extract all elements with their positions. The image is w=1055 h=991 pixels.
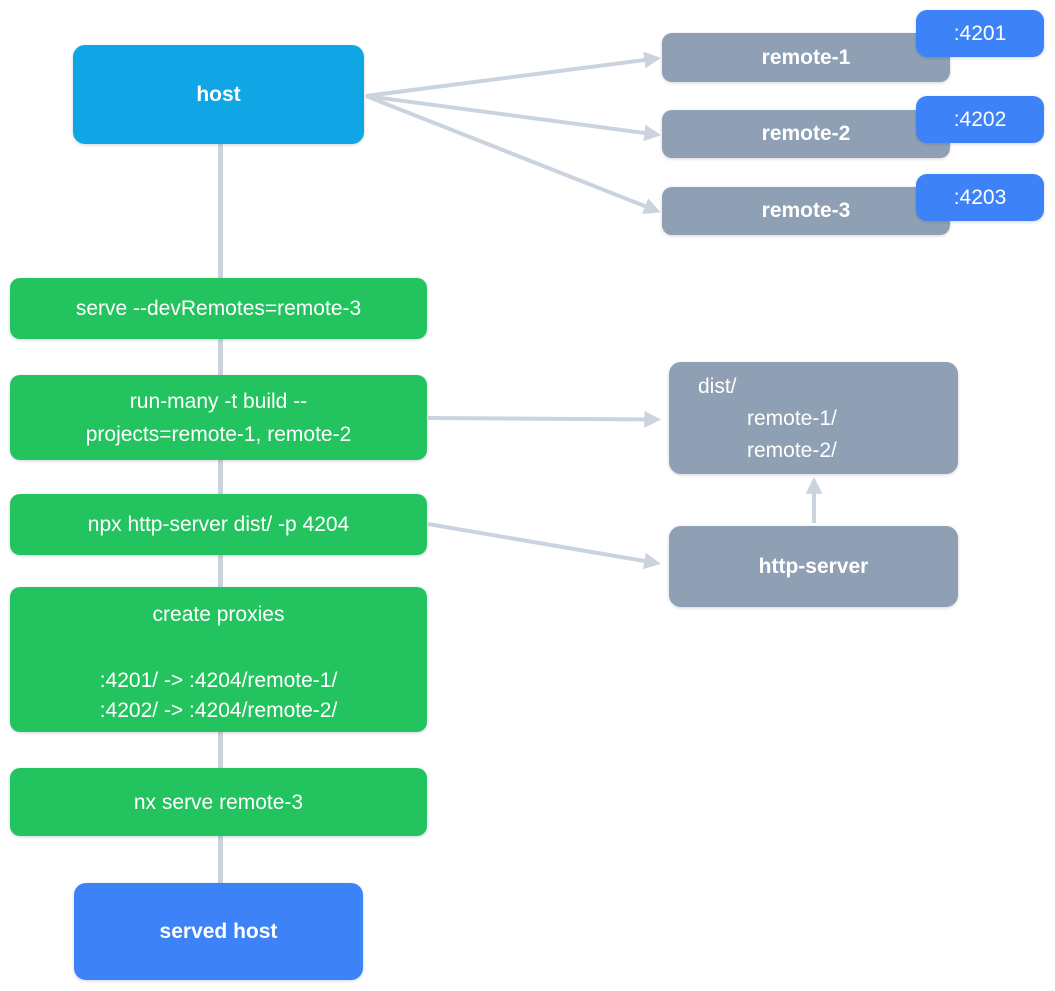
port-badge-4202: :4202 bbox=[916, 96, 1044, 143]
arrow-host-to-remote-3 bbox=[365, 94, 661, 214]
arrow-host-to-remote-2 bbox=[365, 94, 661, 142]
dist-child-remote-1: remote-1/ bbox=[747, 407, 837, 430]
command-nx-serve-remote-3: nx serve remote-3 bbox=[10, 768, 427, 836]
proxy-rule-2: :4202/ -> :4204/remote-2/ bbox=[99, 699, 338, 722]
command-create-proxies: create proxies :4201/ -> :4204/remote-1/… bbox=[10, 587, 427, 732]
port-badge-4203: :4203 bbox=[916, 174, 1044, 221]
command-serve-dev-remotes-label: serve --devRemotes=remote-3 bbox=[75, 297, 362, 320]
served-host-node: served host bbox=[74, 883, 363, 980]
remote-1-node: remote-1 bbox=[662, 33, 950, 82]
command-serve-dev-remotes: serve --devRemotes=remote-3 bbox=[10, 278, 427, 339]
command-run-many-line-2: projects=remote-1, remote-2 bbox=[85, 422, 352, 446]
remote-3-node: remote-3 bbox=[662, 187, 950, 235]
dist-child-remote-2: remote-2/ bbox=[747, 439, 837, 462]
create-proxies-title: create proxies bbox=[152, 603, 285, 626]
arrow-npx-to-http-server bbox=[427, 522, 661, 570]
http-server-label: http-server bbox=[758, 554, 869, 578]
command-npx-http-server: npx http-server dist/ -p 4204 bbox=[10, 494, 427, 555]
port-badge-4201: :4201 bbox=[916, 10, 1044, 57]
remote-2-node: remote-2 bbox=[662, 110, 950, 158]
port-4201-label: :4201 bbox=[953, 21, 1007, 45]
port-4203-label: :4203 bbox=[953, 185, 1007, 209]
host-node: host bbox=[73, 45, 364, 144]
remote-2-label: remote-2 bbox=[761, 122, 851, 145]
command-run-many-build: run-many -t build -- projects=remote-1, … bbox=[10, 375, 427, 460]
command-nx-serve-remote-3-label: nx serve remote-3 bbox=[133, 790, 304, 814]
host-label: host bbox=[196, 82, 241, 106]
command-run-many-line-1: run-many -t build -- bbox=[129, 389, 308, 413]
arrow-host-to-remote-1 bbox=[365, 51, 661, 98]
port-4202-label: :4202 bbox=[953, 107, 1007, 131]
dist-folder-node: dist/ remote-1/ remote-2/ bbox=[669, 362, 958, 474]
command-npx-http-server-label: npx http-server dist/ -p 4204 bbox=[87, 513, 350, 536]
remote-3-label: remote-3 bbox=[761, 199, 851, 222]
dist-root-label: dist/ bbox=[698, 375, 737, 398]
remote-1-label: remote-1 bbox=[761, 45, 851, 69]
arrow-run-many-to-dist bbox=[427, 411, 662, 428]
proxy-rule-1: :4201/ -> :4204/remote-1/ bbox=[99, 669, 338, 692]
http-server-node: http-server bbox=[669, 526, 958, 607]
served-host-label: served host bbox=[159, 919, 278, 943]
